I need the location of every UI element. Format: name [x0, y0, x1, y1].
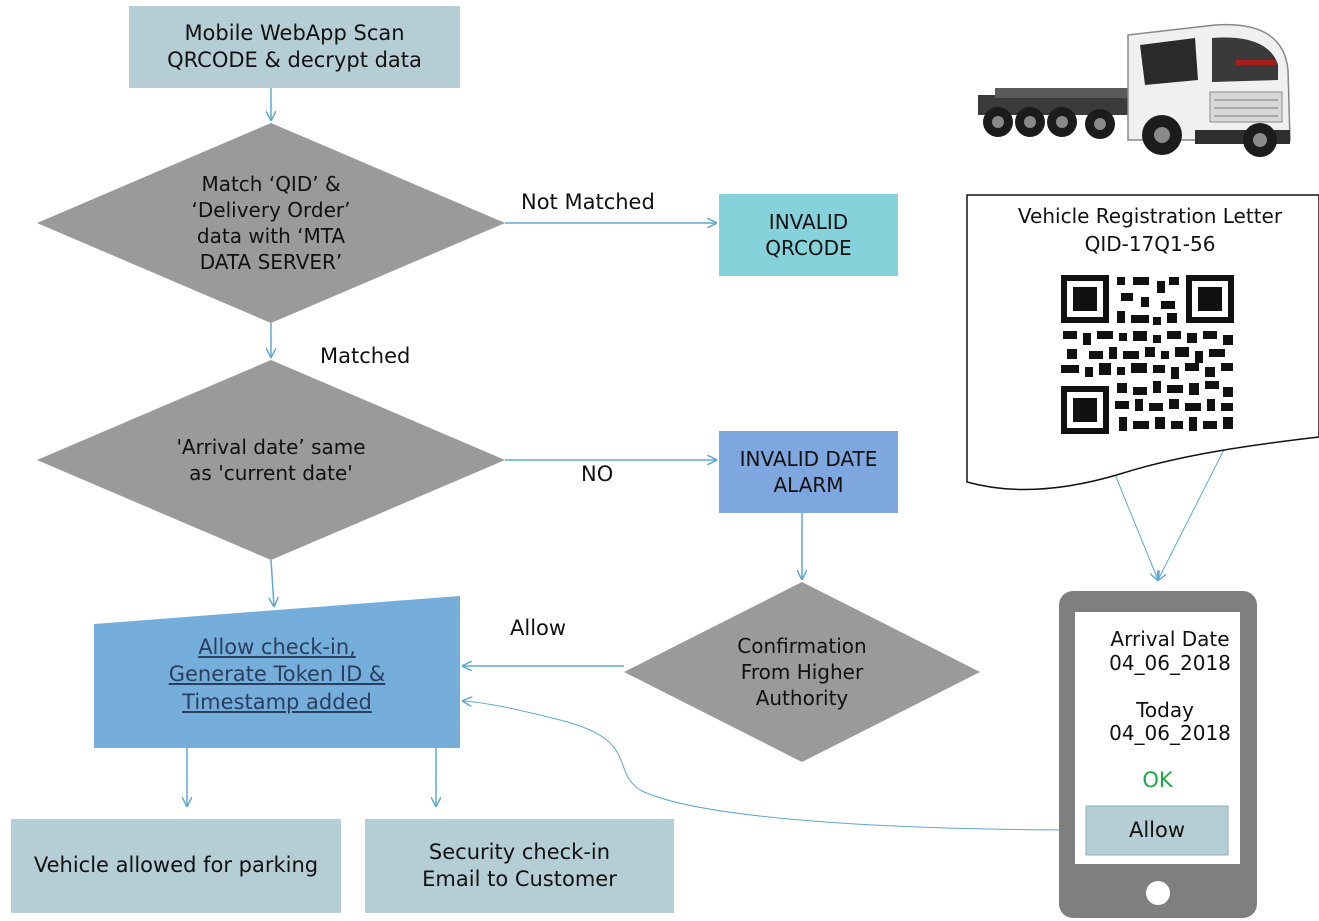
invalid-qrcode-box [719, 194, 898, 276]
vehicle-parking-box [11, 819, 341, 913]
arrow-phone-allow-to-checkin [463, 701, 1086, 831]
phone-home-button[interactable] [1146, 881, 1170, 905]
security-email-box [365, 819, 674, 913]
edge-label-not-matched: Not Matched [521, 190, 655, 214]
phone-arrival-date-value: 04_06_2018 [1109, 651, 1231, 675]
edge-label-allow: Allow [510, 616, 567, 640]
vehicle-parking-label: Vehicle allowed for parking [33, 853, 319, 878]
phone-status-ok: OK [1142, 768, 1173, 793]
letter-title: Vehicle Registration Letter [1017, 204, 1283, 228]
allow-checkin-label[interactable]: Allow check-in,Generate Token ID &Timest… [168, 635, 386, 714]
match-label: Match ‘QID’ &‘Delivery Order’data with ‘… [191, 172, 351, 274]
phone-today-label: Today [1136, 698, 1194, 722]
arrow-arrival-to-checkin [271, 559, 274, 606]
phone-allow-button[interactable]: Allow [1128, 817, 1186, 842]
match-diamond [37, 123, 505, 323]
phone-today-value: 04_06_2018 [1109, 721, 1231, 745]
allow-checkin-box [94, 596, 460, 748]
scan-box [129, 6, 460, 88]
registration-letter [966, 194, 1319, 491]
invalid-date-alarm-box [719, 431, 898, 513]
letter-qid: QID-17Q1-56 [1084, 232, 1216, 256]
qr-code-image [1061, 275, 1234, 434]
edge-label-matched: Matched [320, 344, 411, 368]
edge-label-no: NO [581, 462, 614, 486]
truck-image [978, 23, 1291, 157]
confirmation-diamond [624, 582, 980, 762]
phone-arrival-date-label: Arrival Date [1110, 627, 1230, 651]
arrival-date-diamond [37, 360, 505, 560]
